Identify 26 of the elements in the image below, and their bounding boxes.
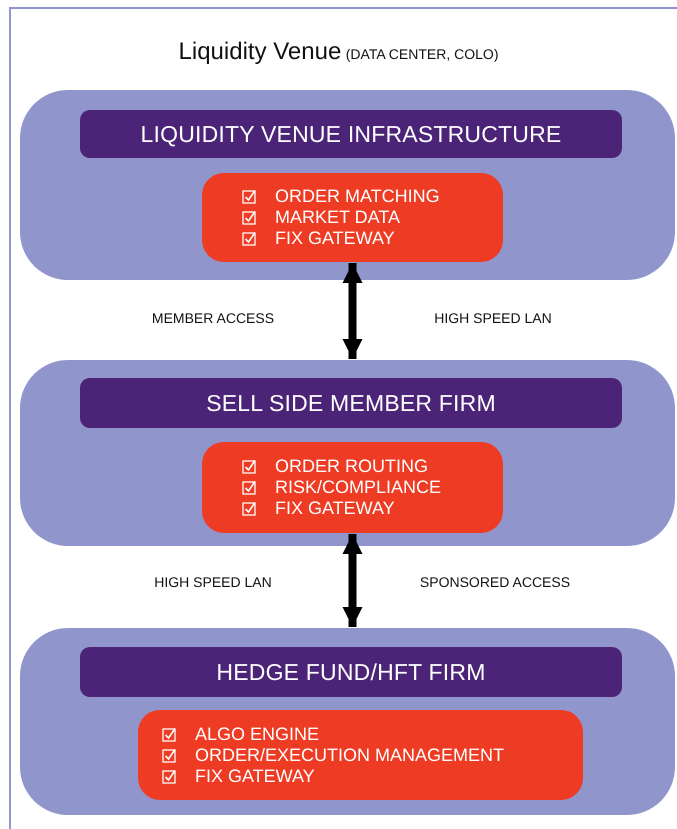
connection-label: HIGH SPEED LAN	[154, 574, 272, 590]
feature-item: FIX GATEWAY	[195, 766, 315, 786]
feature-item: ORDER MATCHING	[275, 186, 440, 207]
feature-item: RISK/COMPLIANCE	[275, 477, 442, 498]
diagram-title: Liquidity Venue	[178, 38, 342, 65]
tier-header: SELL SIDE MEMBER FIRM	[80, 378, 622, 428]
tier-panel	[20, 360, 675, 546]
tier-panel	[20, 90, 675, 280]
feature-item: FIX GATEWAY	[275, 228, 395, 249]
double-arrow	[342, 263, 362, 359]
connection-label: MEMBER ACCESS	[152, 310, 274, 326]
feature-box	[202, 173, 503, 262]
double-arrow	[342, 534, 362, 627]
feature-item: ALGO ENGINE	[195, 724, 320, 744]
connection-label: SPONSORED ACCESS	[420, 574, 570, 590]
feature-box	[138, 710, 583, 800]
tier-header: LIQUIDITY VENUE INFRASTRUCTURE	[80, 110, 622, 158]
feature-item: ORDER/EXECUTION MANAGEMENT	[195, 744, 504, 766]
tier-header: HEDGE FUND/HFT FIRM	[80, 647, 622, 697]
tier-panel	[20, 628, 675, 815]
feature-box	[202, 442, 503, 533]
title-note: (DATA CENTER, COLO)	[346, 46, 498, 62]
feature-item: FIX GATEWAY	[275, 498, 395, 519]
feature-item: ORDER ROUTING	[275, 456, 428, 477]
feature-item: MARKET DATA	[275, 207, 400, 228]
connection-label: HIGH SPEED LAN	[434, 310, 552, 326]
